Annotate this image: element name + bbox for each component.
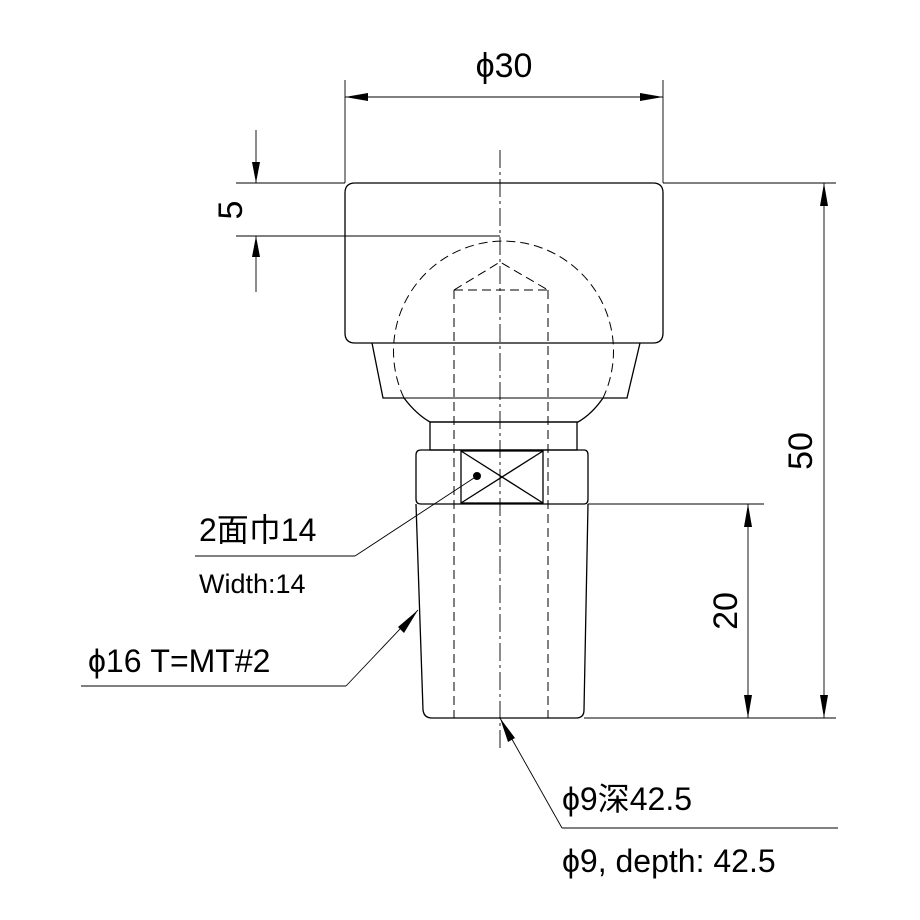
label-diameter-top: ϕ30 — [476, 47, 533, 85]
label-height-total: 50 — [782, 432, 820, 470]
taper-shank — [415, 503, 589, 719]
collar-right — [603, 342, 641, 399]
label-height-taper: 20 — [707, 592, 745, 630]
collar-left — [371, 342, 404, 399]
leader-shank: ϕ16 T=MT#2 — [81, 609, 419, 687]
hidden-features — [393, 240, 614, 718]
hidden-ball — [393, 240, 614, 399]
flats-square — [460, 450, 544, 504]
dim-diameter-top: ϕ30 — [344, 47, 664, 183]
label-bore-jp: ϕ9深42.5 — [562, 781, 692, 817]
leader-bore: ϕ9深42.5 ϕ9, depth: 42.5 — [499, 717, 838, 879]
neck-ring — [429, 421, 578, 451]
hidden-drill-point — [453, 261, 549, 291]
part-outline — [344, 182, 664, 719]
leader-flat-width: 2面巾14 Width:14 — [195, 472, 481, 599]
label-shank: ϕ16 T=MT#2 — [88, 643, 270, 679]
label-flat-width-en: Width:14 — [199, 569, 306, 599]
label-bore-en: ϕ9, depth: 42.5 — [562, 843, 776, 879]
dim-height-taper: 20 — [588, 503, 764, 718]
label-flat-width-jp: 2面巾14 — [199, 512, 316, 548]
dim-height-cap: 5 — [212, 130, 500, 292]
dim-height-total: 50 — [584, 182, 836, 719]
label-height-cap: 5 — [212, 201, 250, 220]
ball-neck — [403, 397, 604, 423]
flats-section — [415, 449, 589, 505]
flats-cross-2 — [460, 450, 544, 504]
cap-body — [344, 182, 664, 344]
